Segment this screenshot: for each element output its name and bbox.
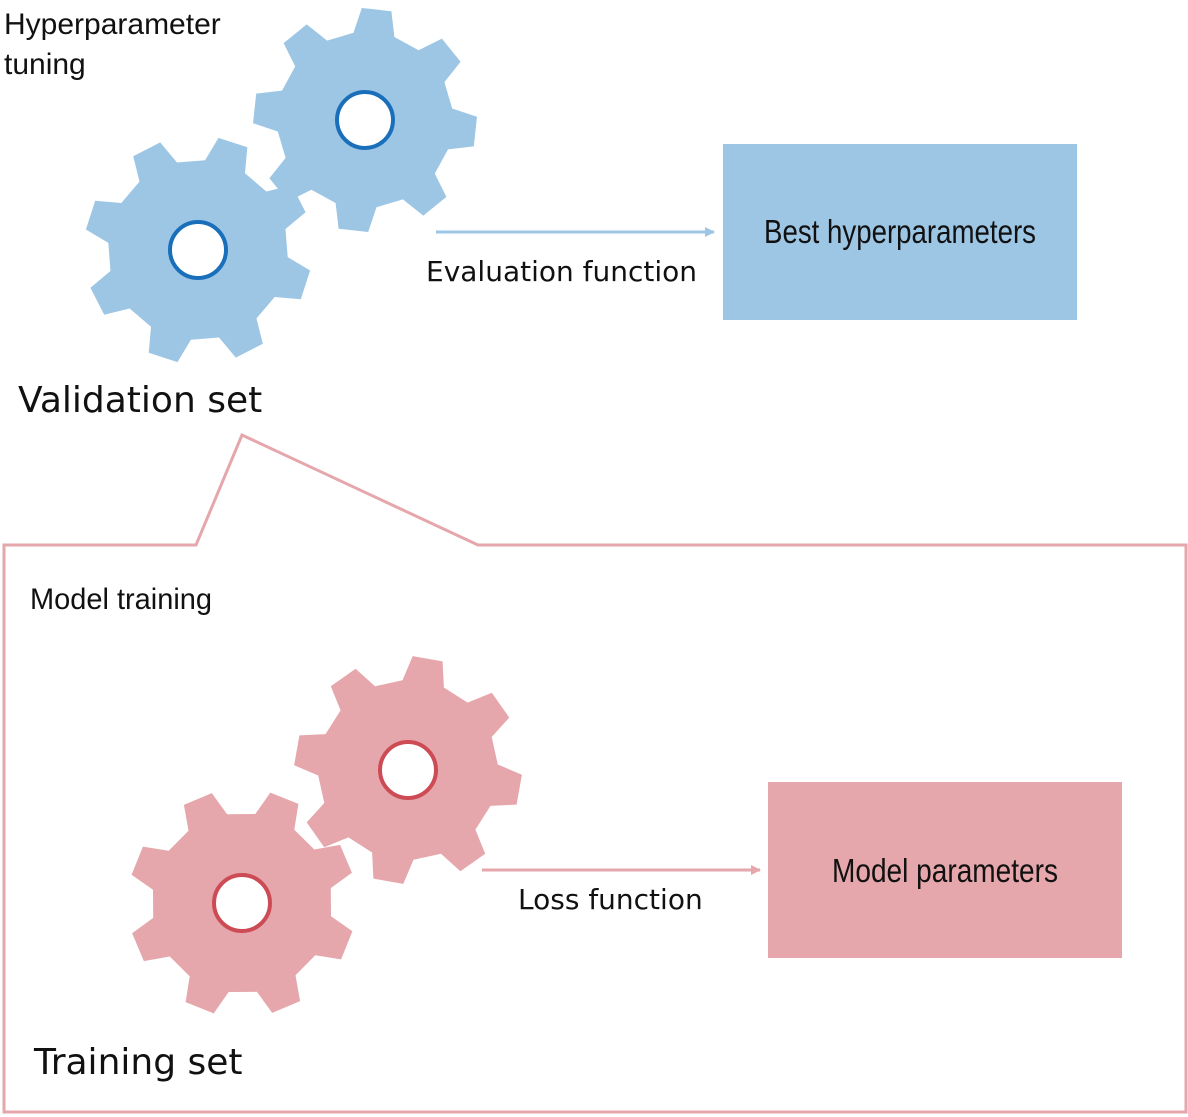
validation-set-label: Validation set [18, 380, 262, 421]
hyperparameter-tuning-title-line1: Hyperparameter [4, 8, 221, 41]
gear-icon [131, 792, 353, 1014]
training-gears [131, 656, 522, 1014]
loss-function-label: Loss function [518, 883, 703, 916]
model-parameters-box [768, 782, 1122, 958]
best-hyperparameters-label: Best hyperparameters [764, 213, 1036, 250]
gear-icon [253, 8, 477, 232]
best-hyperparameters-box [723, 144, 1077, 320]
gear-icon [294, 656, 522, 884]
gear-icon [85, 137, 311, 363]
model-parameters-label: Model parameters [832, 852, 1058, 889]
hyperparameter-tuning-title-line2: tuning [4, 48, 86, 81]
model-training-title: Model training [30, 583, 212, 616]
evaluation-function-label: Evaluation function [426, 255, 697, 288]
training-set-label: Training set [33, 1042, 243, 1083]
validation-gears [85, 8, 477, 363]
model-training-callout [2, 432, 1188, 1114]
